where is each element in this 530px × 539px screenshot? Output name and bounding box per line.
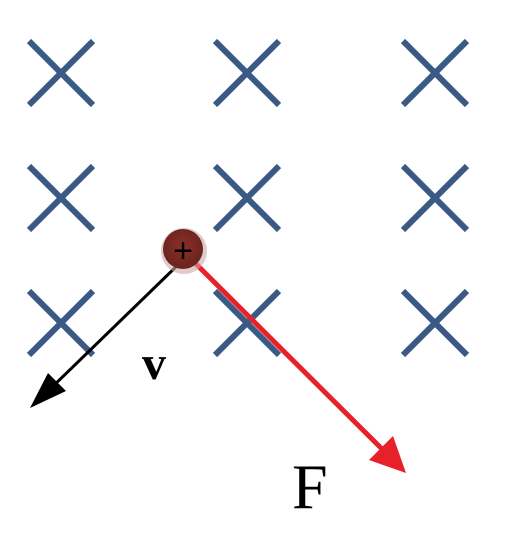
field-mark-stroke	[400, 288, 470, 358]
field-into-page-mark	[212, 163, 282, 233]
force-label: F	[292, 451, 328, 522]
field-into-page-mark	[400, 38, 470, 108]
field-into-page-mark	[400, 163, 470, 233]
field-mark-stroke	[212, 163, 282, 233]
field-into-page-mark	[212, 38, 282, 108]
field-into-page-mark	[26, 288, 96, 358]
velocity-label: v	[142, 337, 166, 390]
field-mark-stroke	[212, 288, 282, 358]
velocity-arrow	[30, 258, 185, 408]
field-mark-stroke	[26, 38, 96, 108]
force-arrow	[184, 252, 406, 473]
charge-body	[163, 229, 203, 269]
force-arrow-head	[369, 436, 406, 473]
velocity-arrow-head	[30, 373, 66, 408]
field-mark-stroke	[400, 38, 470, 108]
field-into-page-mark	[400, 288, 470, 358]
field-marks-grid	[26, 38, 470, 358]
field-mark-stroke	[26, 288, 96, 358]
field-into-page-mark	[26, 38, 96, 108]
field-mark-stroke	[212, 38, 282, 108]
velocity-arrow-shaft	[45, 258, 185, 394]
positive-charge: +	[161, 228, 207, 274]
field-into-page-mark	[26, 163, 96, 233]
charge-sign: +	[173, 232, 193, 270]
force-arrow-shaft	[184, 252, 390, 457]
field-into-page-mark	[212, 288, 282, 358]
field-mark-stroke	[400, 163, 470, 233]
field-mark-stroke	[26, 163, 96, 233]
